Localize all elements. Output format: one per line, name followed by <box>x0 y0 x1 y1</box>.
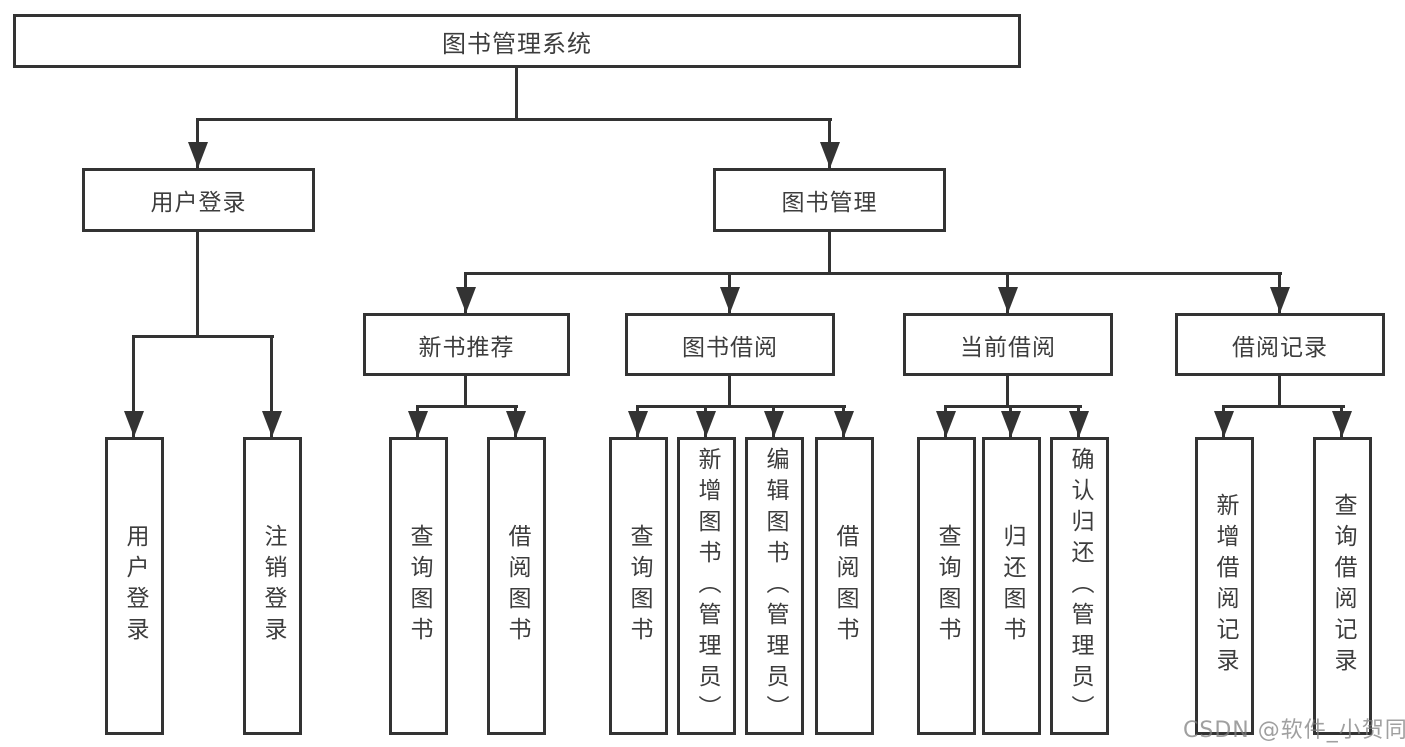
arrow-down-icon <box>124 411 144 437</box>
connector-line <box>464 272 1282 275</box>
leaf-borrow-book-2-label: 借阅图书 <box>832 524 858 648</box>
node-borrow-records: 借阅记录 <box>1175 313 1385 376</box>
arrow-down-icon <box>188 142 208 168</box>
node-user-login: 用户登录 <box>82 168 315 232</box>
leaf-add-book-admin: 新增图书（管理员） <box>677 437 736 735</box>
arrow-down-icon <box>998 287 1018 313</box>
leaf-confirm-return-admin-label: 确认归还（管理员） <box>1067 446 1093 726</box>
connector-line <box>132 335 274 338</box>
connector-line <box>1222 405 1345 408</box>
node-new-book-recommend: 新书推荐 <box>363 313 570 376</box>
arrow-down-icon <box>1332 411 1352 437</box>
connector-line <box>636 405 846 408</box>
leaf-borrow-book-2: 借阅图书 <box>815 437 874 735</box>
leaf-return-book-label: 归还图书 <box>999 524 1025 648</box>
connector-line <box>464 376 467 408</box>
leaf-user-login-label: 用户登录 <box>122 524 148 648</box>
connector-line <box>1278 376 1281 408</box>
watermark-text: CSDN @软件_小贺同学 <box>1183 718 1405 743</box>
arrow-down-icon <box>628 411 648 437</box>
arrow-down-icon <box>506 411 526 437</box>
node-root: 图书管理系统 <box>13 14 1021 68</box>
leaf-borrow-book-1: 借阅图书 <box>487 437 546 735</box>
leaf-query-book-3: 查询图书 <box>917 437 976 735</box>
arrow-down-icon <box>1214 411 1234 437</box>
connector-line <box>196 118 832 121</box>
connector-line <box>132 338 135 437</box>
connector-line <box>416 405 518 408</box>
leaf-add-borrow-record-label: 新增借阅记录 <box>1212 493 1238 679</box>
leaf-confirm-return-admin: 确认归还（管理员） <box>1050 437 1109 735</box>
leaf-query-borrow-record: 查询借阅记录 <box>1313 437 1372 735</box>
connector-line <box>828 232 831 275</box>
arrow-down-icon <box>764 411 784 437</box>
node-book-mgmt: 图书管理 <box>713 168 946 232</box>
arrow-down-icon <box>834 411 854 437</box>
leaf-add-borrow-record: 新增借阅记录 <box>1195 437 1254 735</box>
arrow-down-icon <box>1270 287 1290 313</box>
leaf-logout: 注销登录 <box>243 437 302 735</box>
node-book-borrow-label: 图书借阅 <box>682 334 778 361</box>
node-current-borrow-label: 当前借阅 <box>960 334 1056 361</box>
leaf-edit-book-admin: 编辑图书（管理员） <box>745 437 804 735</box>
arrow-down-icon <box>720 287 740 313</box>
leaf-query-book-1-label: 查询图书 <box>406 524 432 648</box>
node-new-book-recommend-label: 新书推荐 <box>418 334 515 361</box>
leaf-edit-book-admin-label: 编辑图书（管理员） <box>762 446 788 726</box>
leaf-add-book-admin-label: 新增图书（管理员） <box>694 446 720 726</box>
connector-line <box>196 232 199 338</box>
arrow-down-icon <box>1069 411 1089 437</box>
leaf-user-login: 用户登录 <box>105 437 164 735</box>
connector-line <box>515 68 518 121</box>
leaf-borrow-book-1-label: 借阅图书 <box>504 524 530 648</box>
arrow-down-icon <box>262 411 282 437</box>
arrow-down-icon <box>696 411 716 437</box>
arrow-down-icon <box>820 142 840 168</box>
node-user-login-label: 用户登录 <box>150 190 247 216</box>
node-borrow-records-label: 借阅记录 <box>1232 334 1328 361</box>
leaf-query-book-3-label: 查询图书 <box>934 524 960 648</box>
arrow-down-icon <box>456 287 476 313</box>
node-book-borrow: 图书借阅 <box>625 313 835 376</box>
arrow-down-icon <box>408 411 428 437</box>
leaf-query-borrow-record-label: 查询借阅记录 <box>1330 493 1356 679</box>
leaf-logout-label: 注销登录 <box>260 524 286 648</box>
node-root-label: 图书管理系统 <box>442 29 592 58</box>
node-current-borrow: 当前借阅 <box>903 313 1113 376</box>
arrow-down-icon <box>936 411 956 437</box>
connector-line <box>270 338 273 437</box>
leaf-query-book-2: 查询图书 <box>609 437 668 735</box>
node-book-mgmt-label: 图书管理 <box>781 190 878 216</box>
connector-line <box>944 405 1082 408</box>
leaf-return-book: 归还图书 <box>982 437 1041 735</box>
leaf-query-book-1: 查询图书 <box>389 437 448 735</box>
arrow-down-icon <box>1001 411 1021 437</box>
connector-line <box>728 376 731 408</box>
leaf-query-book-2-label: 查询图书 <box>626 524 652 648</box>
connector-line <box>1006 376 1009 408</box>
